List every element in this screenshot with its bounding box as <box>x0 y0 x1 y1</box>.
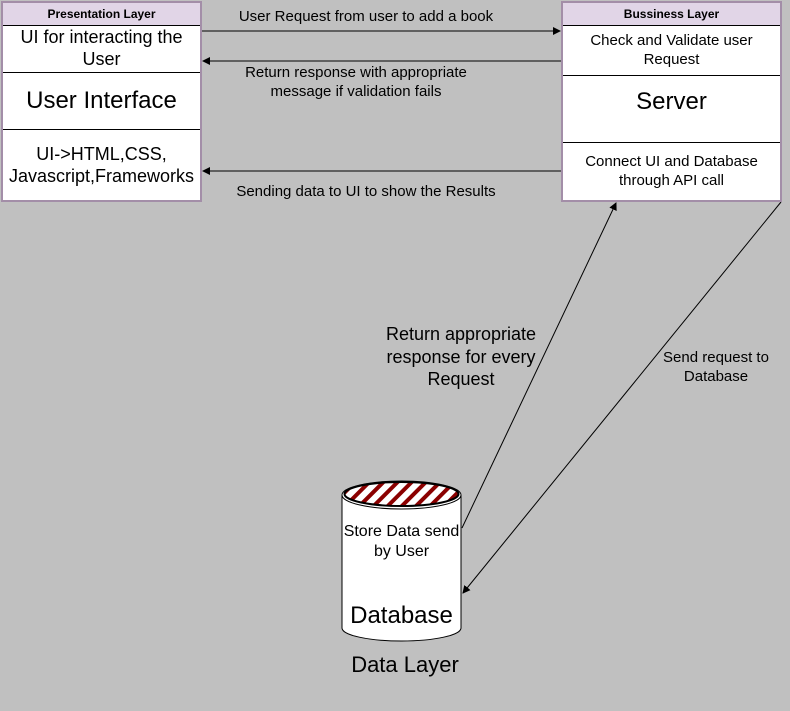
database-store-text: Store Data send by User <box>343 523 460 560</box>
business-title: Server <box>563 76 780 143</box>
database-title: Database <box>350 602 453 629</box>
business-layer-box: Bussiness Layer Check and Validate user … <box>561 1 782 202</box>
arrow-server-to-db <box>462 201 782 594</box>
data-layer-label: Data Layer <box>351 652 459 677</box>
label-return-response: Return response with appropriate message… <box>245 64 467 100</box>
business-validate-text: Check and Validate user Request <box>563 26 780 76</box>
label-sending-data: Sending data to UI to show the Results <box>236 183 496 200</box>
business-connect-text: Connect UI and Database through API call <box>585 152 758 189</box>
arrow-db-to-server <box>461 202 617 529</box>
label-user-request: User Request from user to add a book <box>238 8 494 25</box>
database-hatch-fill <box>343 481 460 507</box>
business-layer-header: Bussiness Layer <box>563 3 780 26</box>
presentation-title: User Interface <box>3 73 200 130</box>
presentation-ui-description: UI for interacting the User <box>3 26 200 73</box>
label-send-to-database: Send request to Database <box>663 349 769 385</box>
label-return-every-request: Return appropriate response for every Re… <box>385 324 537 389</box>
database-cylinder-body <box>341 495 462 642</box>
presentation-tech-stack: UI->HTML,CSS, Javascript,Frameworks <box>8 143 195 187</box>
presentation-layer-box: Presentation Layer UI for interacting th… <box>1 1 202 202</box>
presentation-layer-header: Presentation Layer <box>3 3 200 26</box>
